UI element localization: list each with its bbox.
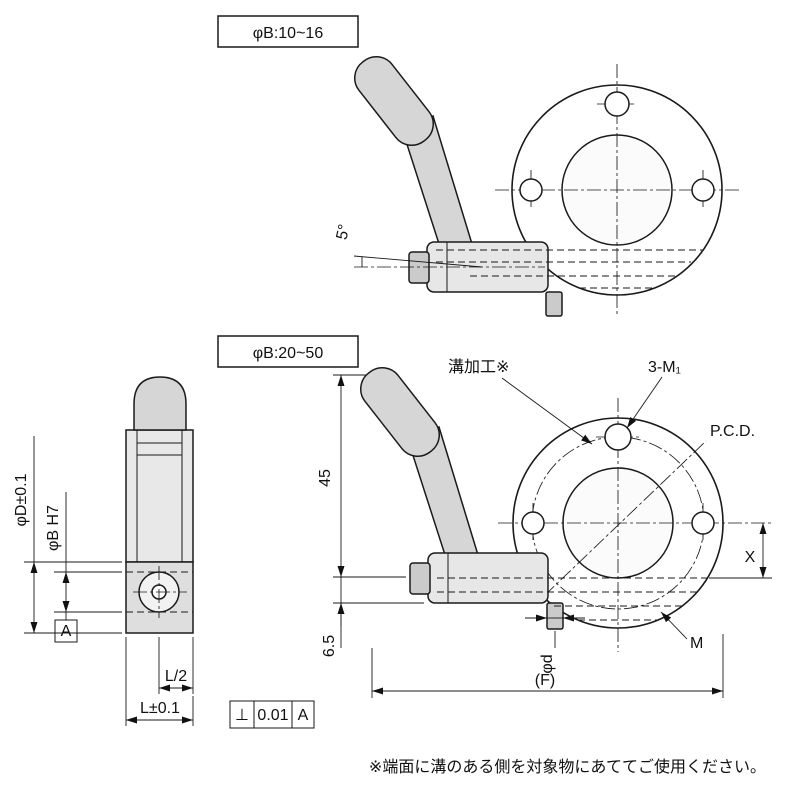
lever-grip-side — [133, 376, 187, 431]
view-top-variant: φB:10~16 5° — [217, 15, 739, 317]
bolt-hole — [691, 511, 715, 535]
feature-control-frame: ⊥ 0.01 A — [229, 700, 315, 729]
variant-label-box-large — [217, 335, 359, 368]
overall-width-label: (F) — [535, 672, 555, 689]
groove-callout-label: 溝加工※ — [448, 358, 509, 376]
angle-dimension-label: 5° — [334, 223, 354, 241]
thread-callout-label: 3-M₁ — [648, 359, 681, 376]
fcf-symbol: ⊥ — [235, 707, 249, 724]
lever-body-side — [125, 429, 194, 563]
m-leader — [660, 611, 688, 640]
lever-stud — [408, 251, 430, 284]
outer-diameter-label: φD±0.1 — [13, 473, 30, 526]
bolt-hole — [604, 91, 630, 117]
pin-diameter-label: φd — [539, 654, 556, 673]
length-label: L±0.1 — [140, 700, 180, 717]
clamp-pin — [546, 602, 564, 630]
variant-label-box-small — [217, 15, 359, 48]
view-side: φD±0.1 φB H7 A L/2 L±0.1 ⊥ 0.01 A — [13, 376, 315, 729]
groove-leader — [501, 377, 593, 445]
pcd-label: P.C.D. — [710, 423, 755, 440]
variant-label-small: φB:10~16 — [253, 25, 324, 42]
footnote-note: ※端面に溝のある側を対象物にあててご使用ください。 — [369, 758, 766, 776]
bore-label: φB H7 — [45, 505, 62, 551]
bolt-hole — [519, 178, 543, 202]
half-length-label: L/2 — [165, 668, 187, 685]
pcd-leader-line — [543, 440, 707, 597]
variant-label-large: φB:20~50 — [253, 345, 324, 362]
datum-a-box — [54, 619, 78, 643]
m-label: M — [690, 635, 703, 652]
lever-grip — [353, 55, 435, 147]
dim-45-label: 45 — [317, 469, 334, 487]
bolt-hole — [604, 423, 632, 451]
bolt-hole — [521, 511, 545, 535]
bolt-hole — [691, 178, 715, 202]
datum-a-label: A — [61, 623, 72, 640]
lever-stud — [409, 562, 431, 595]
fcf-datum: A — [298, 707, 309, 724]
lever — [359, 366, 564, 630]
x-dimension-label: X — [745, 549, 756, 566]
dim-6-5-label: 6.5 — [321, 635, 338, 657]
view-bottom-variant: φB:20~50 45 — [217, 335, 772, 698]
lever-grip — [359, 366, 441, 458]
fcf-value: 0.01 — [257, 707, 288, 724]
clamp-pin — [545, 291, 563, 317]
thread-leader — [626, 376, 663, 429]
